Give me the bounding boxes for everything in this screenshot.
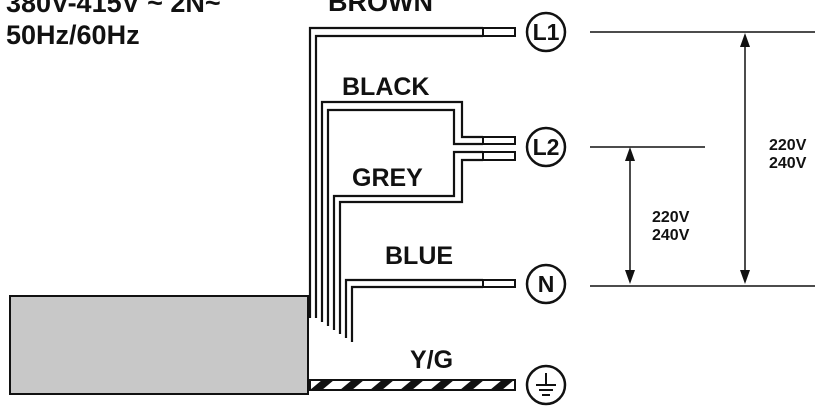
wire-blue (344, 278, 516, 342)
wire-brown (308, 26, 516, 318)
wire-label-yg: Y/G (410, 346, 453, 374)
wire-label-blue: BLUE (385, 242, 453, 270)
wire-label-brown: BROWN (328, 0, 433, 17)
wire-label-grey: GREY (352, 164, 423, 192)
terminal-n-label: N (538, 271, 555, 297)
measure-l2-n-line1: 220V (652, 209, 690, 226)
measure-l1-n-line2: 240V (769, 155, 807, 172)
measure-l2-n-line2: 240V (652, 227, 690, 244)
terminal-l2-label: L2 (533, 134, 560, 160)
supply-voltage-label: 380V-415V ~ 2N~ (6, 0, 221, 18)
arrow-l1-n (740, 33, 750, 284)
terminal-l2: L2 (525, 126, 567, 168)
terminal-n: N (525, 263, 567, 305)
wire-grey (332, 150, 516, 334)
wire-yg (309, 379, 516, 391)
wire-black (320, 100, 516, 326)
supply-frequency-label: 50Hz/60Hz (6, 20, 140, 50)
device-housing (9, 295, 309, 395)
arrow-l2-n (625, 147, 635, 284)
terminal-l1-label: L1 (533, 19, 560, 45)
terminal-l1: L1 (525, 11, 567, 53)
earth-ground-icon (525, 364, 567, 406)
measure-l1-n-line1: 220V (769, 137, 807, 154)
wire-label-black: BLACK (342, 73, 430, 101)
